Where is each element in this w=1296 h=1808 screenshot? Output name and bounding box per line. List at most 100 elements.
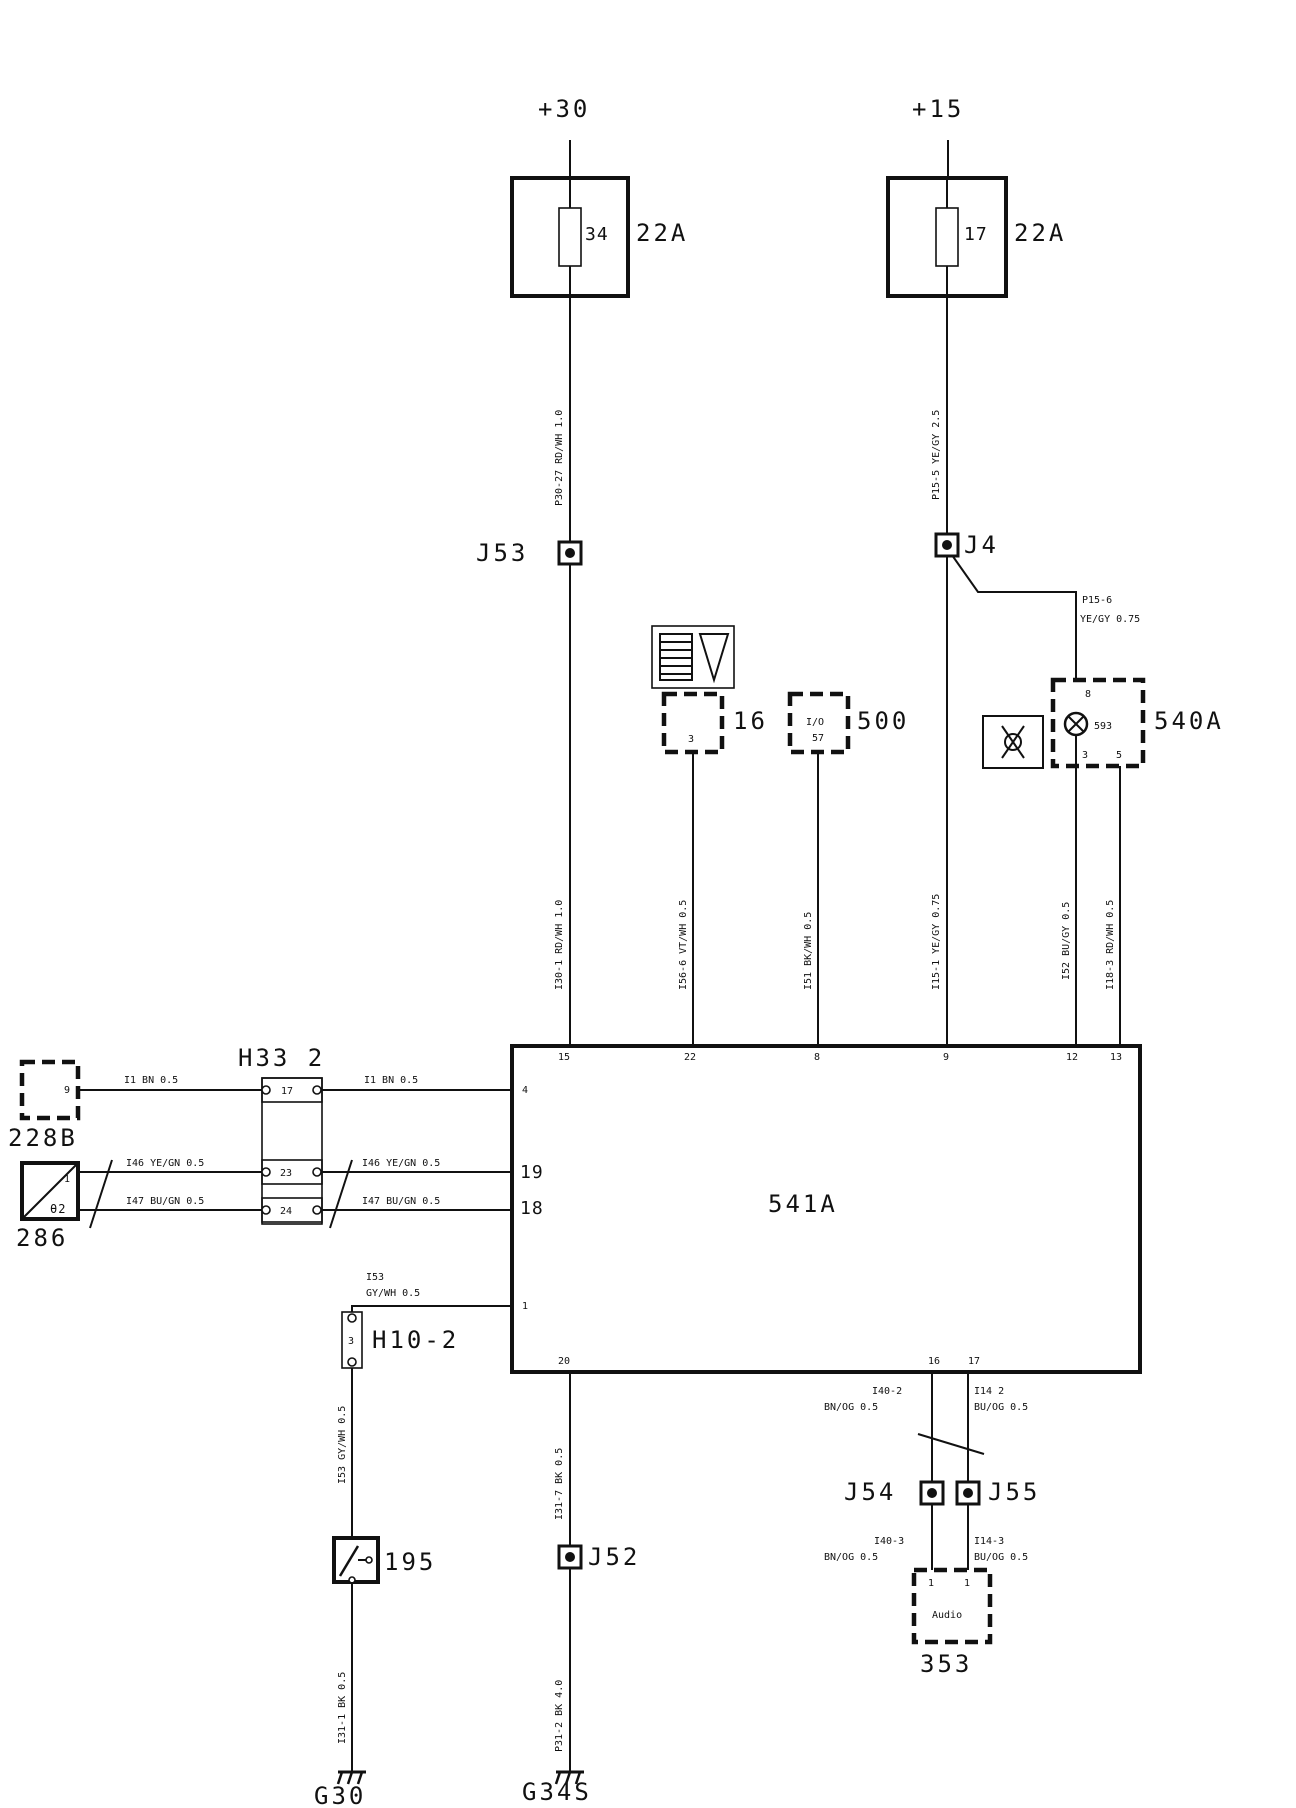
wire-label-i40-2-a: I40-2 <box>872 1386 902 1397</box>
component-540a: 8 593 3 5 540A <box>982 677 1224 769</box>
supply-30-label: +30 <box>538 95 590 123</box>
svg-text:J54: J54 <box>844 1478 896 1506</box>
fuse-34-rating: 22A <box>636 219 688 247</box>
wire-i53 <box>351 1305 512 1312</box>
svg-text:θ2: θ2 <box>50 1202 66 1216</box>
svg-text:1: 1 <box>928 1578 934 1589</box>
connector-h33-label: H33 2 <box>238 1044 325 1072</box>
wire-label-i1-right: I1 BN 0.5 <box>364 1075 418 1086</box>
ground-g34s-icon <box>554 1770 584 1785</box>
wire-label-i51: I51 BK/WH 0.5 <box>803 912 814 990</box>
wire-label-i52: I52 BU/GY 0.5 <box>1061 902 1072 980</box>
wire-label-i46-left: I46 YE/GN 0.5 <box>126 1158 204 1169</box>
component-228b: 9 228B <box>8 1059 81 1152</box>
component-228b-label: 228B <box>8 1124 78 1152</box>
wire-label-i47-left: I47 BU/GN 0.5 <box>126 1196 204 1207</box>
wire-label-i14-2-b: BU/OG 0.5 <box>974 1402 1028 1413</box>
fuse-34-number: 34 <box>585 224 609 245</box>
wire-label-p15-6-b: YE/GY 0.75 <box>1080 614 1140 625</box>
fuse-17-number: 17 <box>964 224 988 245</box>
twisted-pair-audio <box>917 1433 985 1455</box>
wire-label-i30-1: I30-1 RD/WH 1.0 <box>554 900 565 990</box>
svg-text:22: 22 <box>684 1052 696 1063</box>
junction-j53: J53 <box>476 539 583 567</box>
svg-text:3: 3 <box>348 1336 354 1347</box>
svg-text:16: 16 <box>928 1356 940 1367</box>
component-500-label: 500 <box>857 707 909 735</box>
component-286-label: 286 <box>16 1224 68 1252</box>
svg-text:17: 17 <box>281 1086 293 1097</box>
ground-g30-icon <box>336 1770 366 1785</box>
ecu-pin-18: 18 <box>520 1198 544 1219</box>
fuse-17: 17 22A <box>886 176 1066 298</box>
svg-text:I/O: I/O <box>806 717 824 728</box>
wire-label-i53-vert: I53 GY/WH 0.5 <box>337 1406 348 1484</box>
wire-label-i56-6: I56-6 VT/WH 0.5 <box>678 900 689 990</box>
component-540a-label: 540A <box>1154 707 1224 735</box>
svg-text:8: 8 <box>814 1052 820 1063</box>
wire-label-i40-2-b: BN/OG 0.5 <box>824 1402 878 1413</box>
wire-label-i14-2-a: I14 2 <box>974 1386 1004 1397</box>
wire-label-p31-2: P31-2 BK 4.0 <box>554 1680 565 1752</box>
svg-text:J55: J55 <box>988 1478 1040 1506</box>
wire-label-i15-1: I15-1 YE/GY 0.75 <box>931 894 942 990</box>
svg-text:4: 4 <box>522 1085 528 1096</box>
svg-text:3: 3 <box>1082 750 1088 761</box>
connector-h33: 17 23 24 H33 2 <box>238 1044 325 1225</box>
svg-text:1: 1 <box>64 1174 70 1185</box>
svg-text:J53: J53 <box>476 539 528 567</box>
svg-text:9: 9 <box>64 1085 70 1096</box>
ecu-pin-19: 19 <box>520 1162 544 1183</box>
wire-label-i47-right: I47 BU/GN 0.5 <box>362 1196 440 1207</box>
ground-g34s-label: G34S <box>522 1778 592 1806</box>
svg-text:9: 9 <box>943 1052 949 1063</box>
switch-195-label: 195 <box>384 1548 436 1576</box>
component-353-label: 353 <box>920 1650 972 1678</box>
svg-text:1: 1 <box>522 1301 528 1312</box>
wire-label-i40-3-a: I40-3 <box>874 1536 904 1547</box>
wire-label-i14-3-b: BU/OG 0.5 <box>974 1552 1028 1563</box>
svg-text:J4: J4 <box>964 531 999 559</box>
wire-p15-6 <box>946 547 1077 680</box>
supply-15-label: +15 <box>912 95 964 123</box>
connector-h10-2: 3 H10-2 <box>341 1311 456 1369</box>
wire-label-i31-1: I31-1 BK 0.5 <box>337 1672 348 1744</box>
svg-text:17: 17 <box>968 1356 980 1367</box>
svg-text:57: 57 <box>812 733 824 744</box>
junction-j55: J55 <box>955 1478 1040 1506</box>
component-16-label: 16 <box>733 707 768 735</box>
svg-text:23: 23 <box>280 1168 292 1179</box>
component-16: 3 16 <box>651 625 768 755</box>
switch-195: 195 <box>332 1536 436 1584</box>
svg-text:13: 13 <box>1110 1052 1122 1063</box>
fuse-17-rating: 22A <box>1014 219 1066 247</box>
twisted-pair-left <box>89 1159 113 1229</box>
wire-label-i18-3: I18-3 RD/WH 0.5 <box>1105 900 1116 990</box>
component-353: 1 1 Audio 353 <box>911 1567 993 1678</box>
svg-text:24: 24 <box>280 1206 292 1217</box>
wire-label-i53-a: I53 <box>366 1272 384 1283</box>
wire-label-i46-right: I46 YE/GN 0.5 <box>362 1158 440 1169</box>
wire-label-i40-3-b: BN/OG 0.5 <box>824 1552 878 1563</box>
svg-text:8: 8 <box>1085 689 1091 700</box>
svg-text:J52: J52 <box>588 1543 640 1571</box>
junction-j52: J52 <box>557 1543 640 1571</box>
twisted-pair-right <box>329 1159 353 1229</box>
svg-text:1: 1 <box>964 1578 970 1589</box>
wire-label-p15-6-a: P15-6 <box>1082 595 1112 606</box>
svg-text:5: 5 <box>1116 750 1122 761</box>
svg-text:3: 3 <box>688 734 694 745</box>
ecu-541a: 541A 15 22 8 9 12 13 4 19 1 20 16 17 <box>510 1044 1142 1374</box>
component-500: I/O 57 500 <box>787 691 909 755</box>
component-286: 1 θ2 286 <box>16 1161 80 1252</box>
fuse-34: 34 22A <box>510 176 688 298</box>
wire-label-p30-27: P30-27 RD/WH 1.0 <box>554 410 565 506</box>
svg-text:15: 15 <box>558 1052 570 1063</box>
wire-label-i31-7: I31-7 BK 0.5 <box>554 1448 565 1520</box>
wire-label-i53-b: GY/WH 0.5 <box>366 1288 420 1299</box>
ground-g30-label: G30 <box>314 1782 366 1808</box>
svg-text:Audio: Audio <box>932 1610 962 1621</box>
svg-text:12: 12 <box>1066 1052 1078 1063</box>
svg-text:593: 593 <box>1094 721 1112 732</box>
